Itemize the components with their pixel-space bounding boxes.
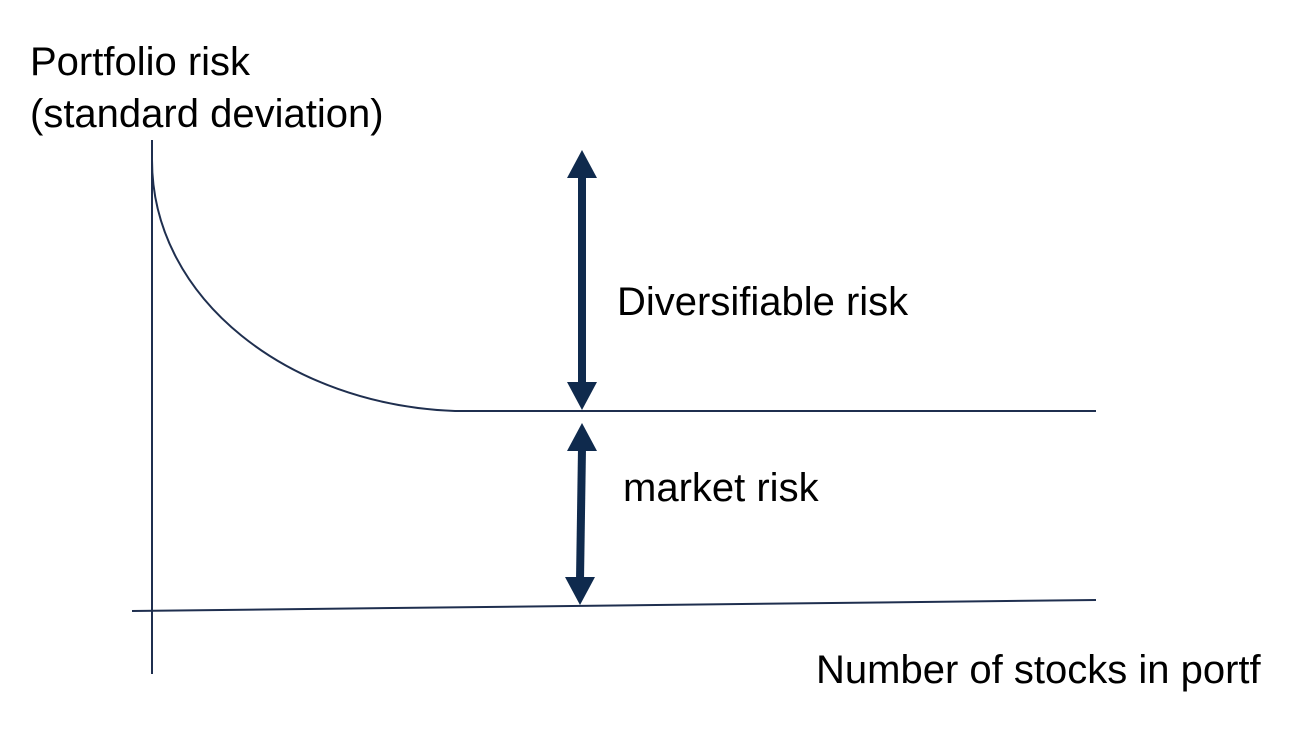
x-axis (131, 599, 1097, 612)
market-risk-arrow (565, 423, 597, 605)
portfolio-risk-curve (151, 159, 1096, 412)
y-axis-label-line1: Portfolio risk (30, 40, 251, 84)
market-risk-label: market risk (623, 466, 819, 510)
diversifiable-risk-arrow (567, 150, 597, 410)
y-axis-label-line2: (standard deviation) (30, 92, 384, 136)
x-axis-label: Number of stocks in portf (816, 648, 1261, 692)
diversifiable-risk-label: Diversifiable risk (617, 280, 909, 324)
